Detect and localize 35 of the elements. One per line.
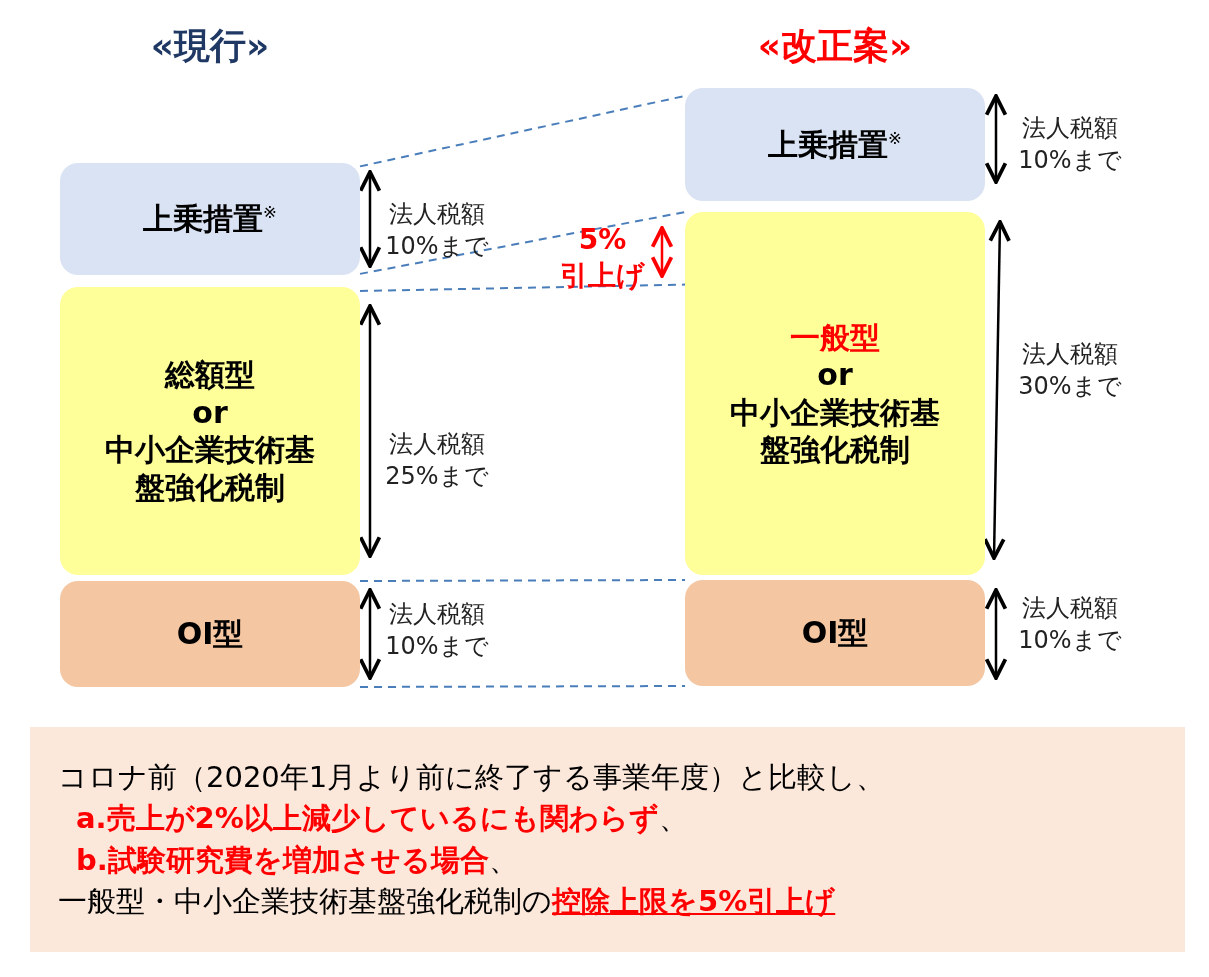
box-label: 中小企業技術基盤強化税制 [729,393,941,469]
note-panel [30,727,1185,952]
dashed-connector [359,283,686,293]
note-text: a.売上が2%以上減少しているにも関わらず、 [75,800,688,838]
box-label: 上乗措置$^{※}$ [768,125,902,164]
limit-label: 法人税額 30%まで [1017,339,1123,403]
category-box [685,212,985,575]
dashed-connector [359,685,686,688]
column-heading: «現行» [149,24,271,68]
dashed-connector [359,211,686,275]
box-label: 一般型 [790,318,880,356]
category-box [685,580,985,686]
limit-label: 法人税額 25%まで [384,429,490,493]
box-label: OI型 [176,615,244,653]
category-box [60,163,360,275]
limit-label: 法人税額 10%まで [1017,593,1123,657]
note-text: b.試験研究費を増加させる場合、 [75,841,518,879]
category-box [60,287,360,575]
note-text: コロナ前（2020年1月より前に終了する事業年度）と比較し、 [58,759,886,797]
category-box [60,581,360,687]
dashed-connector [359,579,686,582]
box-label: 中小企業技術基盤強化税制 [104,431,316,506]
limit-label: 法人税額 10%まで [384,599,490,663]
increase-label: 5% 引上げ [559,222,646,295]
limit-label: 法人税額 10%まで [384,199,490,263]
limit-label: 法人税額 10%まで [1017,113,1123,177]
box-label: 総額型 [165,356,255,394]
note-text: 一般型・中小企業技術基盤強化税制の控除上限を5%引上げ [58,882,836,920]
box-label: 上乗措置$^{※}$ [143,200,277,238]
box-label: OI型 [801,614,869,652]
box-label: or [192,393,228,431]
box-label: or [817,356,853,394]
category-box [685,88,985,201]
column-heading: «改正案» [756,24,914,68]
dashed-connector [359,94,686,168]
